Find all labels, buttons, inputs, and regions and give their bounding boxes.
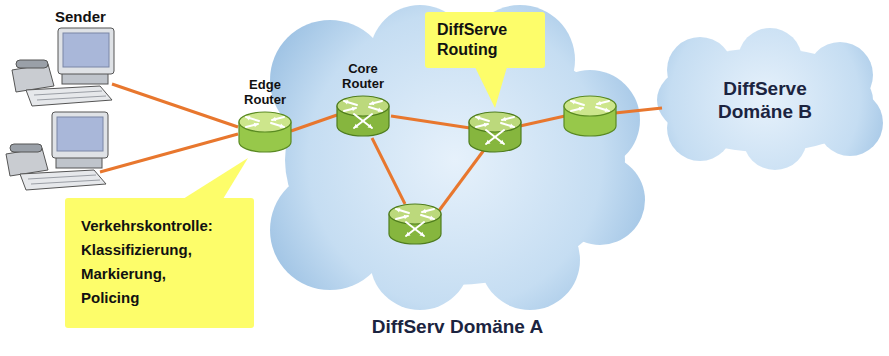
- monitor-screen: [57, 117, 103, 151]
- router-arrow-head: [368, 124, 372, 128]
- router-top: [469, 112, 521, 132]
- router-icon-svg: [334, 95, 392, 141]
- cloud-part: [480, 210, 580, 310]
- router-arrow-head: [430, 216, 434, 220]
- node-text: DiffServe Routing: [437, 20, 533, 60]
- router-arrow-head: [396, 208, 400, 212]
- callout-box: DiffServe Routing: [425, 12, 545, 68]
- monitor-screen: [63, 33, 109, 67]
- monitor-frame: [58, 28, 114, 74]
- router-arrow-head: [484, 123, 488, 128]
- router-arrow-head: [422, 209, 426, 214]
- core-router-icon: [389, 204, 441, 244]
- edge-router-icon: [564, 96, 616, 136]
- router-arrow-head: [272, 117, 276, 122]
- router-arrow-head: [420, 232, 424, 236]
- callout-shape: [425, 12, 545, 68]
- router-icon-svg: [236, 111, 294, 157]
- router-arrow-head: [486, 140, 490, 144]
- cloud-part: [540, 70, 640, 170]
- router-arrow-head: [378, 108, 382, 112]
- group-label: Sender: [55, 8, 106, 25]
- router-arrow-head: [500, 140, 504, 144]
- router-arrow-head: [370, 101, 374, 106]
- router-arrow-head: [406, 232, 410, 236]
- workstation-icon: [6, 112, 108, 190]
- cloud-part: [667, 37, 733, 103]
- keyboard: [26, 86, 112, 106]
- node-text: Core Router: [334, 61, 392, 92]
- router-arrow-head: [571, 100, 575, 104]
- router-top: [337, 96, 389, 116]
- router-top: [389, 204, 441, 224]
- keyboard: [20, 170, 106, 190]
- router-arrow-head: [352, 107, 356, 112]
- domain-cloud: DiffServ Domäne A Core Router DiffServe Ro…: [270, 10, 645, 350]
- callout-pointer: [475, 67, 507, 108]
- router-arrow-head: [597, 101, 601, 106]
- router-arrow-head: [246, 116, 250, 120]
- core-router-icon: [337, 96, 389, 136]
- router-arrow: [354, 114, 372, 128]
- router-arrow-head: [579, 107, 583, 112]
- network-link: [100, 134, 238, 172]
- cloud-part: [370, 210, 470, 310]
- router-arrow-head: [354, 124, 358, 128]
- keyboard-keys: [28, 175, 100, 184]
- domain-cloud: DiffServe Domäne B: [645, 28, 885, 173]
- router-arrow-head: [404, 215, 408, 220]
- router-node: Core Router: [334, 61, 392, 141]
- monitor-frame: [52, 112, 108, 158]
- keyboard-keys: [34, 91, 106, 100]
- callout-body: [425, 12, 545, 68]
- router-arrow-head: [344, 100, 348, 104]
- cloud-part: [817, 90, 883, 156]
- router-top: [239, 112, 291, 132]
- cloud-shape: [270, 10, 645, 350]
- node-text: DiffServe Domäne B: [690, 78, 840, 124]
- router-arrow-head: [476, 116, 480, 120]
- network-link: [112, 84, 238, 127]
- node-text: DiffServ Domäne A: [270, 316, 645, 339]
- node-text: Edge Router: [236, 77, 294, 108]
- callout-box: Verkehrskontrolle: Klassifizierung, Mark…: [65, 198, 254, 328]
- router-arrow: [354, 114, 372, 128]
- router-arrow-head: [280, 124, 284, 128]
- router-arrow: [406, 222, 424, 236]
- router-arrow-head: [502, 117, 506, 122]
- callout-body: [65, 198, 254, 328]
- telephone-handset: [16, 60, 48, 68]
- node-text: Verkehrskontrolle: Klassifizierung, Mark…: [81, 214, 228, 310]
- router-arrow-head: [254, 123, 258, 128]
- router-arrow-head: [510, 124, 514, 128]
- router-arrow: [406, 222, 424, 236]
- edge-router-icon: [239, 112, 291, 152]
- router-arrow: [486, 130, 504, 144]
- router-arrow: [486, 130, 504, 144]
- core-router-icon: [469, 112, 521, 152]
- workstation-icon: [12, 28, 114, 106]
- telephone-handset: [10, 144, 42, 152]
- router-arrow-head: [605, 108, 609, 112]
- router-node: Edge Router: [236, 77, 294, 157]
- label-holder: Sender: [55, 8, 106, 25]
- router-top: [564, 96, 616, 116]
- callout-pointer: [183, 158, 248, 199]
